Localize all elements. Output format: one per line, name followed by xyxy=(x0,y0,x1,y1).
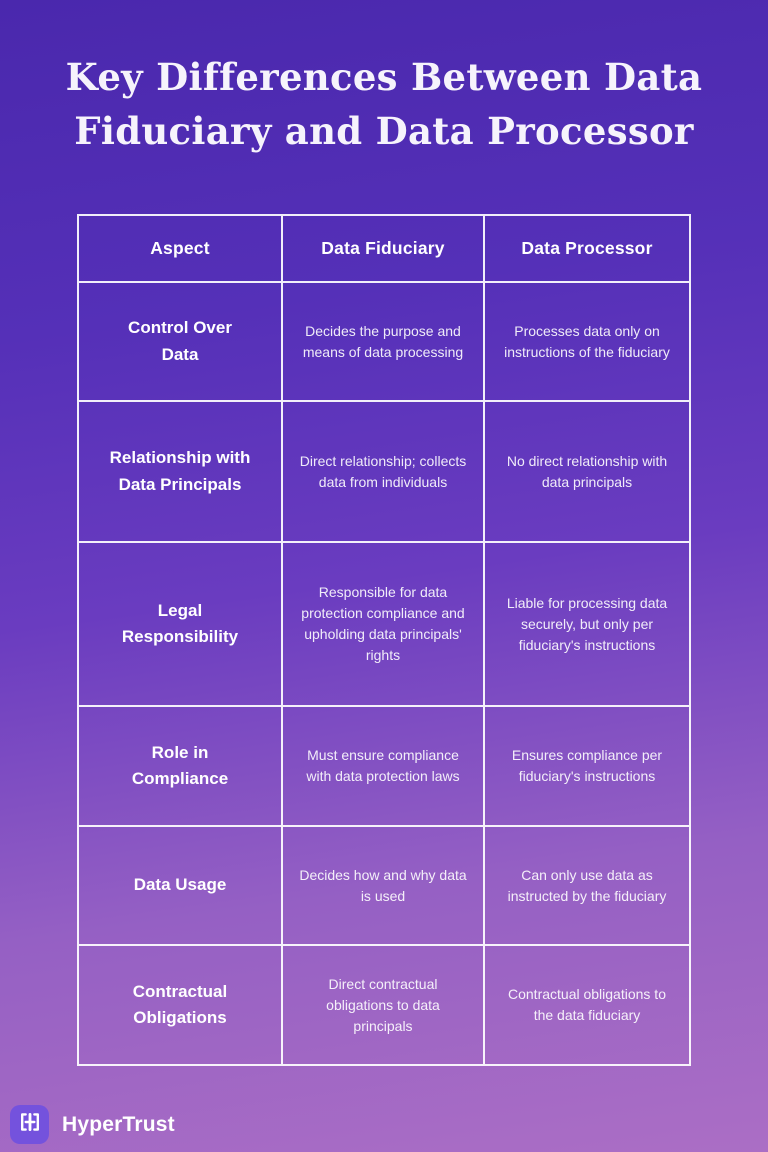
row-header-contractual-obligations: Contractual Obligations xyxy=(79,946,283,1064)
row-header-legal-responsibility: Legal Responsibility xyxy=(79,543,283,707)
comparison-table: Aspect Data Fiduciary Data Processor Con… xyxy=(77,214,691,1066)
cell-processor-data-usage: Can only use data as instructed by the f… xyxy=(485,827,689,946)
cell-fiduciary-contractual-obligations: Direct contractual obligations to data p… xyxy=(283,946,485,1064)
cell-processor-legal-responsibility: Liable for processing data securely, but… xyxy=(485,543,689,707)
cell-fiduciary-control-over-data: Decides the purpose and means of data pr… xyxy=(283,283,485,402)
cell-fiduciary-relationship: Direct relationship; collects data from … xyxy=(283,402,485,543)
cell-processor-role-in-compliance: Ensures compliance per fiduciary's instr… xyxy=(485,707,689,827)
cell-processor-control-over-data: Processes data only on instructions of t… xyxy=(485,283,689,402)
row-header-relationship: Relationship with Data Principals xyxy=(79,402,283,543)
cell-fiduciary-data-usage: Decides how and why data is used xyxy=(283,827,485,946)
page-title-line-1: Key Differences Between Data xyxy=(65,55,703,99)
column-header-data-processor: Data Processor xyxy=(485,216,689,283)
hypertrust-logo-badge xyxy=(10,1105,49,1144)
row-header-control-over-data: Control Over Data xyxy=(79,283,283,402)
hypertrust-h-icon xyxy=(17,1109,43,1140)
column-header-aspect: Aspect xyxy=(79,216,283,283)
cell-fiduciary-legal-responsibility: Responsible for data protection complian… xyxy=(283,543,485,707)
cell-processor-contractual-obligations: Contractual obligations to the data fidu… xyxy=(508,986,666,1023)
cell-processor-relationship: No direct relationship with data princip… xyxy=(485,402,689,543)
cell-fiduciary-role-in-compliance: Must ensure compliance with data protect… xyxy=(283,707,485,827)
footer-branding: HyperTrust xyxy=(10,1105,175,1144)
page-title: Key Differences Between Data Fiduciary a… xyxy=(0,50,768,158)
row-header-role-in-compliance: Role in Compliance xyxy=(79,707,283,827)
column-header-data-fiduciary: Data Fiduciary xyxy=(283,216,485,283)
page-title-line-2: Fiduciary and Data Processor xyxy=(74,109,694,153)
row-header-data-usage: Data Usage xyxy=(79,827,283,946)
brand-name: HyperTrust xyxy=(62,1112,175,1136)
